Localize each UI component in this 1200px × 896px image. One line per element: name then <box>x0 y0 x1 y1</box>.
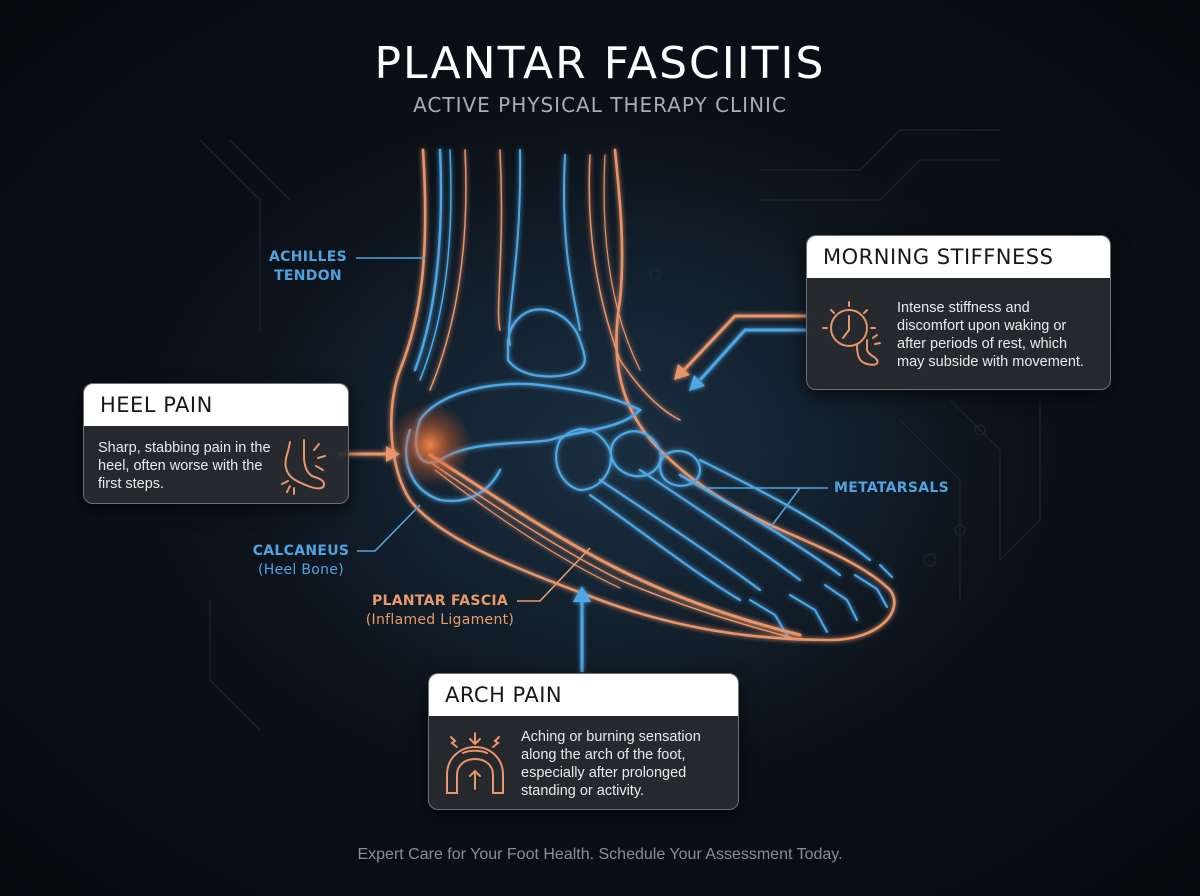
label-plantar-fascia: PLANTAR FASCIA (Inflamed Ligament) <box>360 592 520 630</box>
label-calcaneus: CALCANEUS (Heel Bone) <box>245 542 357 580</box>
label-metatarsals-title: METATARSALS <box>834 480 950 496</box>
card-arch-pain: ARCH PAIN Aching or burning sensation al… <box>428 673 739 810</box>
arch-pressure-icon <box>446 731 504 794</box>
page-subtitle: ACTIVE PHYSICAL THERAPY CLINIC <box>413 93 787 117</box>
page-title: PLANTAR FASCIITIS <box>374 38 826 89</box>
footer-cta: Expert Care for Your Foot Health. Schedu… <box>357 846 843 863</box>
card-morning-stiffness: MORNING STIFFNESS Intense stiffness and … <box>806 235 1111 390</box>
clock-foot-icon <box>822 300 881 366</box>
card-morning-stiffness-title: MORNING STIFFNESS <box>807 236 1110 278</box>
label-achilles-line2: TENDON <box>274 268 342 284</box>
card-morning-stiffness-text: Intense stiffness and discomfort upon wa… <box>897 299 1084 370</box>
inflammation-glow <box>388 403 472 487</box>
card-heel-pain-title: HEEL PAIN <box>84 384 348 426</box>
label-plantar-fascia-title: PLANTAR FASCIA <box>371 593 509 609</box>
card-arch-pain-title: ARCH PAIN <box>429 674 738 716</box>
label-plantar-fascia-sub: (Inflamed Ligament) <box>365 612 515 628</box>
label-calcaneus-sub: (Heel Bone) <box>258 562 344 578</box>
painful-heel-icon <box>281 438 326 495</box>
label-achilles-line1: ACHILLES <box>269 249 347 265</box>
label-achilles-tendon: ACHILLES TENDON <box>262 248 354 286</box>
card-arch-pain-text: Aching or burning sensation along the ar… <box>521 728 701 799</box>
label-metatarsals: METATARSALS <box>834 479 958 498</box>
label-calcaneus-title: CALCANEUS <box>252 543 350 559</box>
card-heel-pain-text: Sharp, stabbing pain in the heel, often … <box>98 439 271 492</box>
card-heel-pain: HEEL PAIN Sharp, stabbing pain in the he… <box>83 383 349 504</box>
